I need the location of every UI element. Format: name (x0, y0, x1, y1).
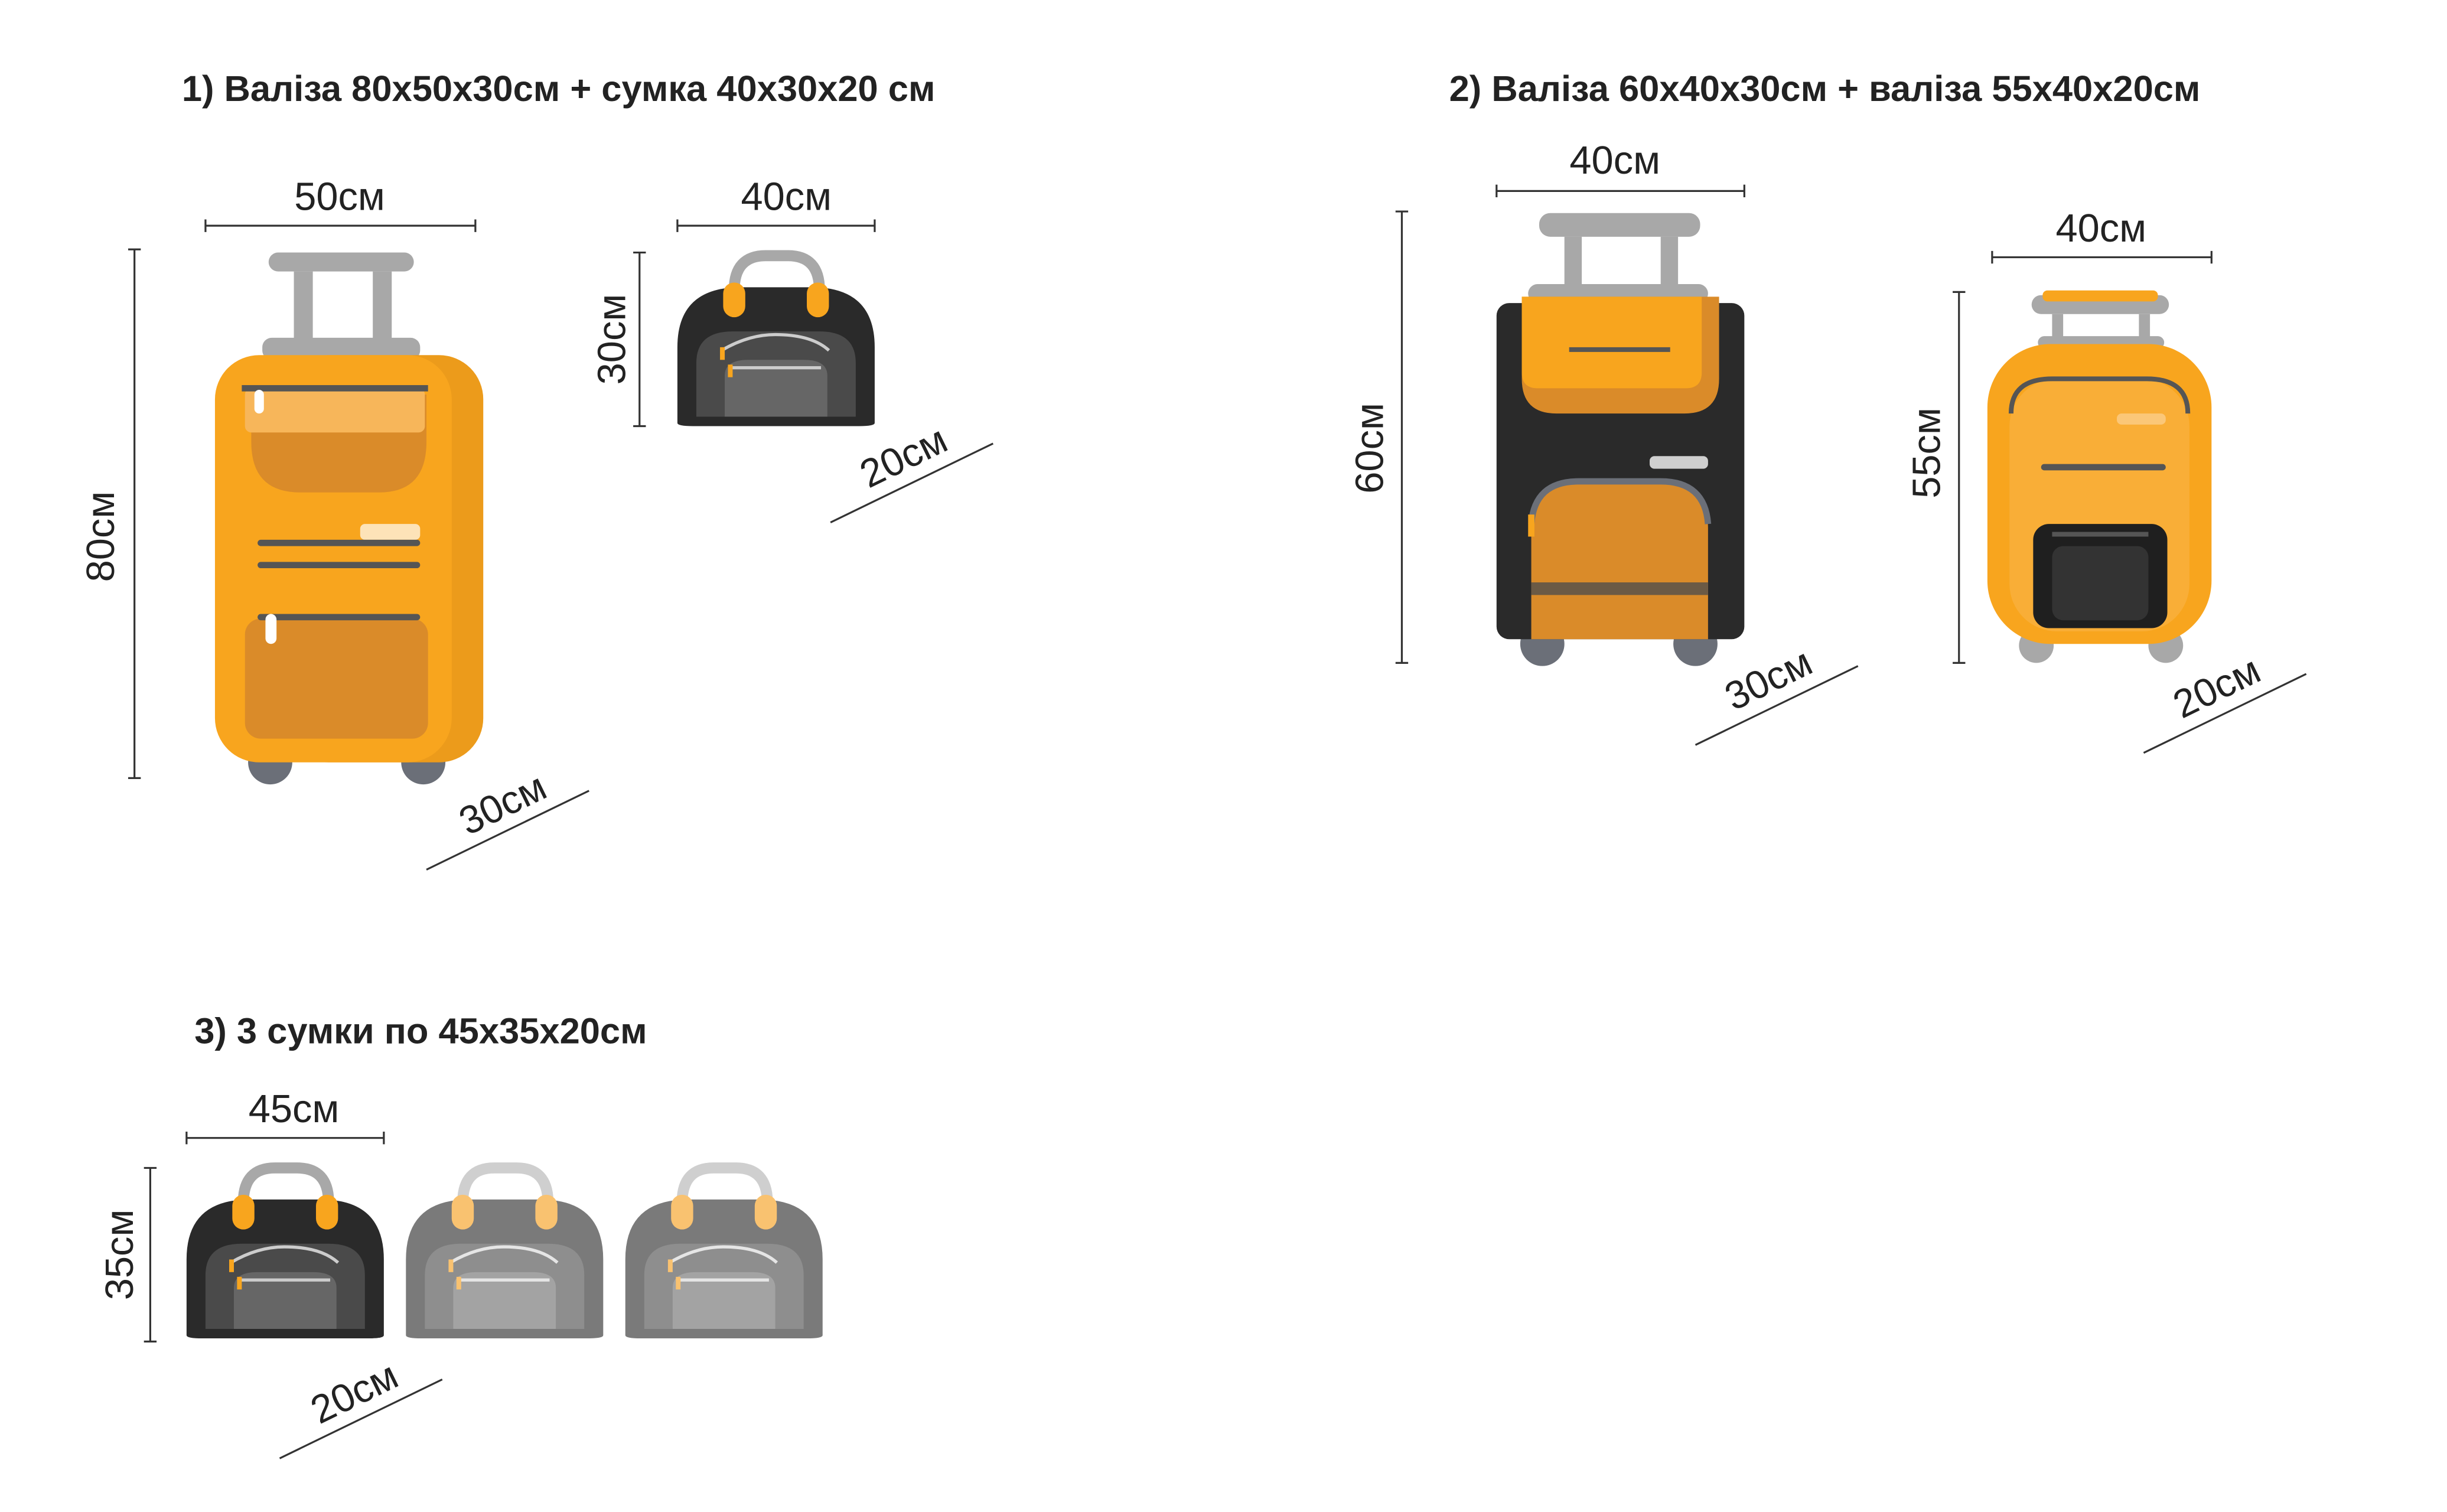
bag-dark (186, 1162, 384, 1339)
dimension-width-2a: 40см (1495, 139, 1745, 198)
suitcase-orange-small (1987, 290, 2212, 663)
svg-text:35см: 35см (98, 1210, 142, 1301)
section-1-title: 1) Валіза 80х50х30см + сумка 40х30х20 см (182, 69, 936, 109)
dimension-height-3: 35см (98, 1166, 157, 1343)
dimension-depth-1a: 30см (426, 765, 589, 871)
dimension-height-1b: 30см (591, 251, 646, 428)
section-2-title: 2) Валіза 60х40х30см + валіза 55х40х20см (1449, 69, 2201, 109)
svg-text:20см: 20см (304, 1354, 405, 1433)
svg-text:30см: 30см (591, 294, 634, 385)
dimension-width-1a: 50см (204, 175, 477, 232)
svg-text:45см: 45см (249, 1087, 340, 1131)
bag-gray-1 (406, 1162, 604, 1339)
dimension-depth-1b: 20см (830, 418, 994, 523)
svg-text:20см: 20см (2166, 648, 2267, 727)
svg-text:20см: 20см (853, 418, 954, 497)
svg-text:60см: 60см (1348, 403, 1392, 494)
dimension-width-3: 45см (185, 1087, 385, 1145)
svg-text:50см: 50см (294, 175, 385, 219)
dimension-depth-3: 20см (279, 1354, 443, 1459)
dimension-depth-2a: 30см (1695, 640, 1859, 746)
suitcase-orange-large (214, 252, 484, 785)
dimension-width-1b: 40см (676, 175, 876, 232)
bag-dark-small (677, 250, 875, 426)
dimension-height-1a: 80см (79, 248, 141, 780)
svg-text:40см: 40см (1569, 139, 1660, 183)
svg-text:80см: 80см (79, 491, 123, 582)
dimension-height-2a: 60см (1348, 210, 1409, 664)
bag-gray-2 (625, 1162, 823, 1339)
section-3-title: 3) 3 сумки по 45х35х20см (194, 1011, 647, 1051)
dimension-depth-2b: 20см (2143, 648, 2307, 754)
svg-text:40см: 40см (2055, 207, 2146, 250)
dimension-width-2b: 40см (1991, 207, 2213, 264)
dimension-height-2b: 55см (1905, 291, 1966, 664)
suitcase-black (1496, 213, 1745, 666)
svg-text:40см: 40см (741, 175, 832, 219)
svg-text:55см: 55см (1905, 408, 1949, 498)
svg-text:30см: 30см (1718, 640, 1819, 719)
